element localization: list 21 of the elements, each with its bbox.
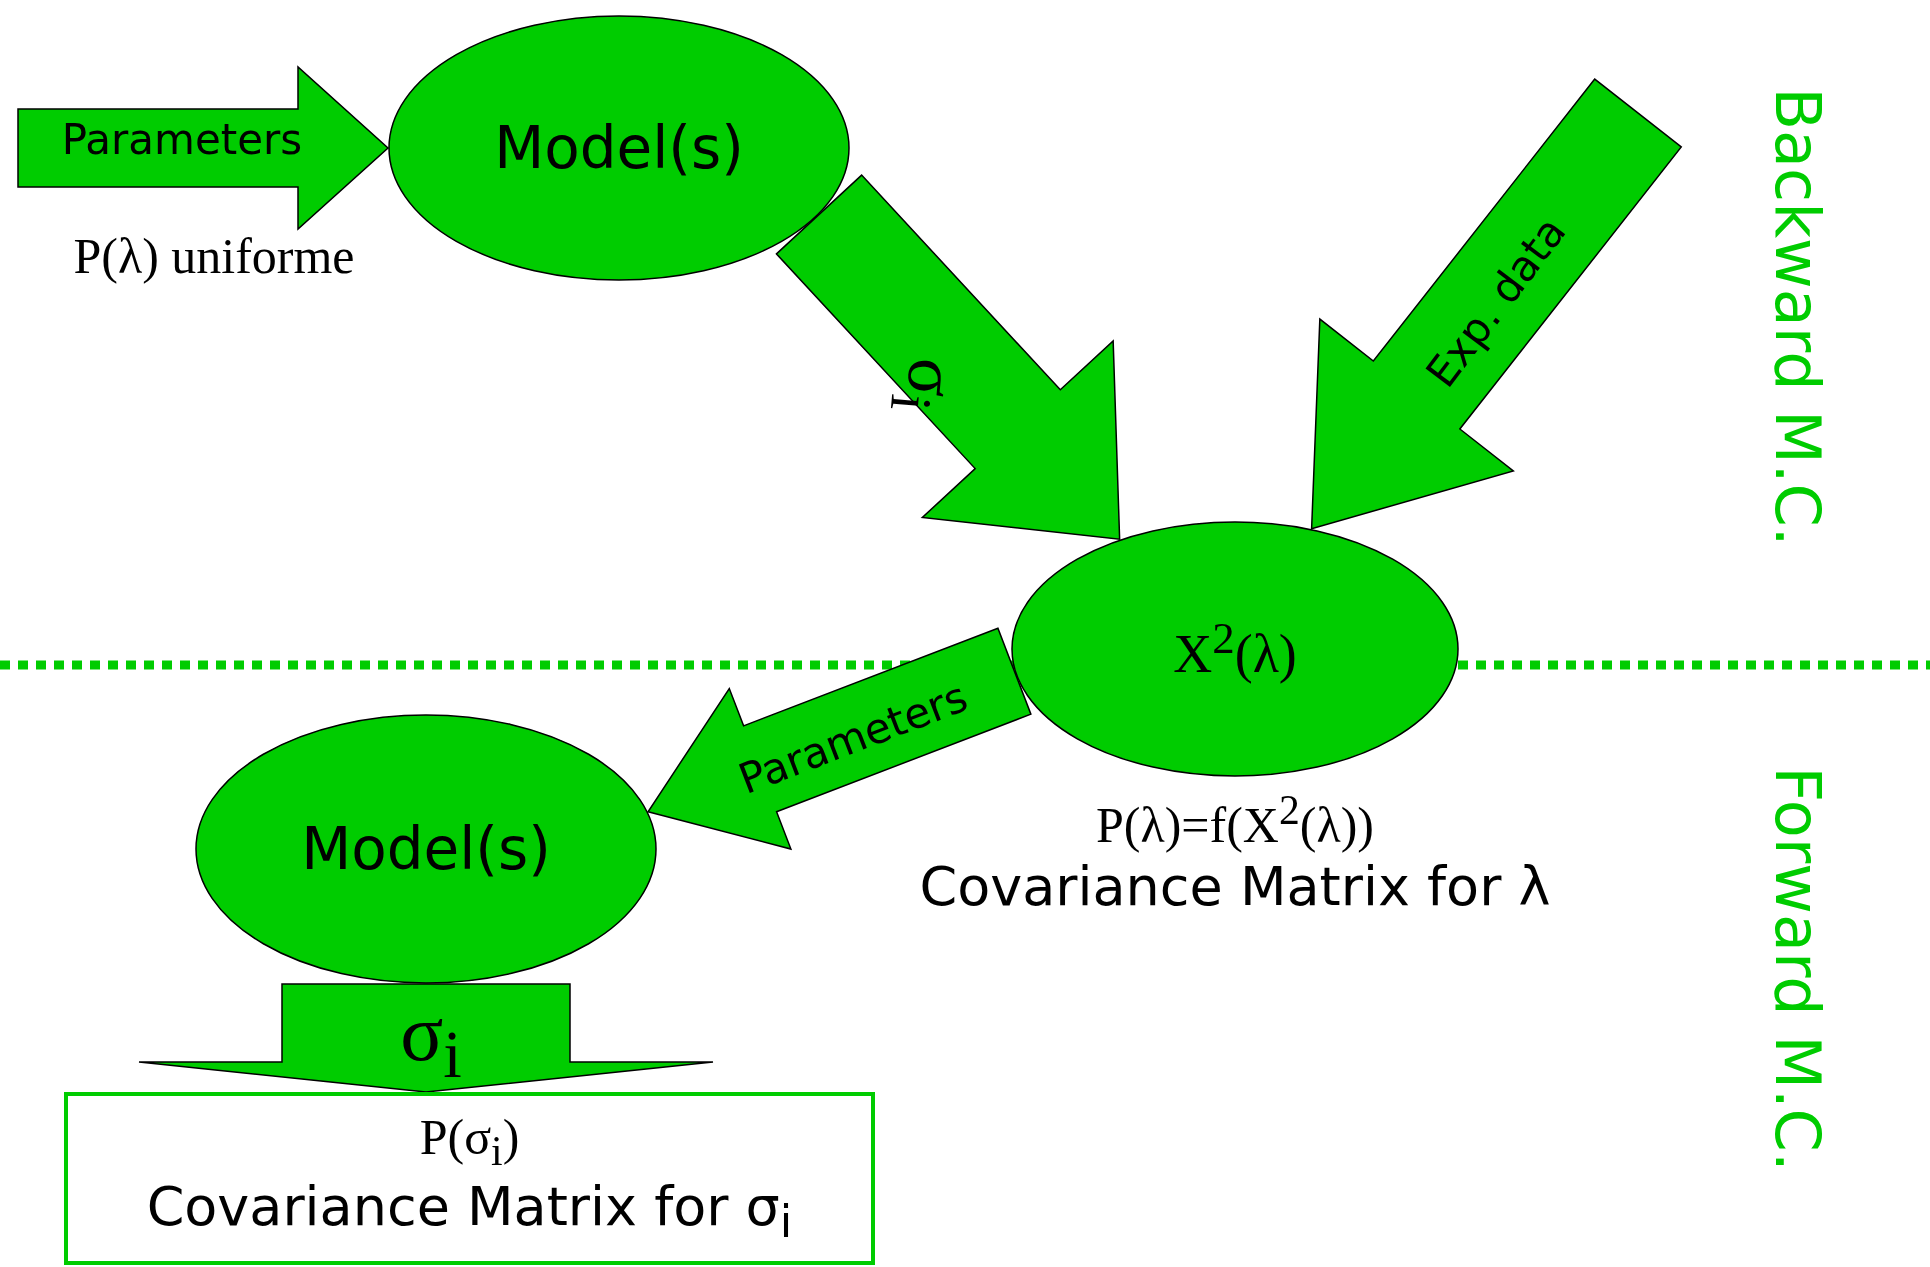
edge-label: Parameters bbox=[61, 114, 303, 164]
block-arrow bbox=[17, 65, 390, 231]
block-arrow bbox=[775, 174, 1121, 541]
section-label: Forward M.C. bbox=[1760, 766, 1834, 1172]
block-arrow bbox=[1310, 78, 1683, 530]
node-text: Covariance Matrix for σ$_{i}$ bbox=[146, 1176, 793, 1248]
node-text: Model(s) bbox=[494, 114, 744, 182]
result-box bbox=[64, 1092, 875, 1265]
node-caption: P(λ)=f(X$^{2}$(λ)) bbox=[1095, 786, 1375, 855]
ellipse-node bbox=[195, 714, 657, 984]
note-text: P(λ) uniforme bbox=[73, 227, 355, 285]
block-arrow bbox=[646, 627, 1032, 851]
node-caption: Covariance Matrix for λ bbox=[918, 854, 1552, 920]
node-text: Model(s) bbox=[301, 815, 551, 883]
ellipse-node bbox=[388, 15, 850, 281]
section-label: Backward M.C. bbox=[1760, 87, 1834, 547]
node-text: P(σ$_{i}$) bbox=[419, 1109, 520, 1177]
edge-label: σ$_{i}$ bbox=[400, 987, 462, 1093]
block-arrow bbox=[138, 983, 714, 1093]
ellipse-node bbox=[1011, 521, 1459, 777]
node-text: X$^{2}$(λ) bbox=[1173, 612, 1297, 686]
